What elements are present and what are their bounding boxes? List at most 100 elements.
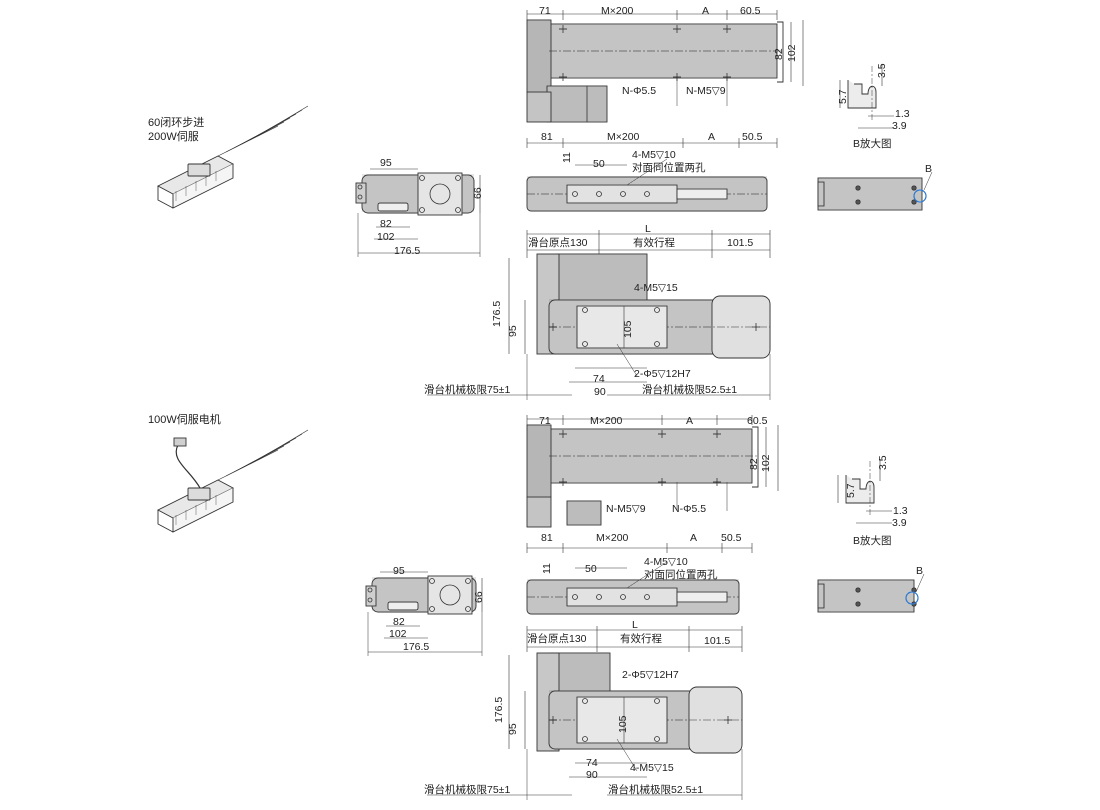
s1-end-slider <box>377 202 409 212</box>
s2-bot-1015: 101.5 <box>704 635 731 647</box>
s1-detail-caption: B放大图 <box>853 138 892 150</box>
s1-bot-h105: 105 <box>622 320 634 338</box>
s2-top-end-hook <box>752 426 759 488</box>
s2-top-dim-ba: A <box>690 532 698 544</box>
s2-front-slot <box>676 591 728 603</box>
s2-end-screw <box>465 606 471 612</box>
s2-side-b-highlight <box>905 591 919 605</box>
s2-side-hole <box>855 601 861 607</box>
s1-detail-57: 5.7 <box>837 89 849 104</box>
s1-end-motor-shaft <box>429 183 451 205</box>
iso-servo-motor <box>187 487 211 501</box>
s2-detail-caption: B放大图 <box>853 535 892 547</box>
s2-bot-tap: 2-Φ5▽12H7 <box>622 669 679 681</box>
s1-side-hole <box>911 199 917 205</box>
s2-end-dim-82: 82 <box>393 616 405 628</box>
s2-end-sensor-dot <box>367 597 373 603</box>
s1-top-dim-a: A <box>702 5 710 17</box>
s1-bot-74: 74 <box>593 373 605 385</box>
s2-top-dim-pitch: M×200 <box>590 415 623 427</box>
s2-top-bracket <box>526 496 552 528</box>
s2-top-dim-71: 71 <box>539 415 551 427</box>
s1-end-sensor <box>355 182 367 204</box>
s2-end-screw <box>465 578 471 584</box>
s2-front-leader <box>626 561 668 589</box>
s1-side-hole <box>855 185 861 191</box>
s1-front-slot <box>676 188 728 200</box>
s1-bot-leader <box>616 343 638 377</box>
s1-bot-tap <box>582 307 588 313</box>
section-1-title: 60闭环步进 200W伺服 <box>148 117 205 143</box>
s1-top-dim-102: 102 <box>786 44 798 62</box>
s1-front-tap: 4-M5▽10 <box>632 149 676 161</box>
s2-bot-h1765: 176.5 <box>493 696 505 723</box>
s1-bot-L: L <box>645 223 651 235</box>
s1-bot-tap <box>654 341 660 347</box>
iso-servo-face <box>172 488 234 533</box>
s1-top-dim-605: 60.5 <box>740 5 761 17</box>
s2-bot-h105: 105 <box>617 715 629 733</box>
s1-top-dim-71: 71 <box>539 5 551 17</box>
s2-front-tap-hole <box>620 594 626 600</box>
s1-top-dim-82: 82 <box>773 48 785 60</box>
s1-end-sensor-dot <box>357 184 363 190</box>
s2-end-dim-1765: 176.5 <box>403 641 430 653</box>
s2-bot-90: 90 <box>586 769 598 781</box>
s2-end-sensor-dot <box>367 587 373 593</box>
s1-front-tap-hole <box>644 191 650 197</box>
s2-front-tap-hole <box>572 594 578 600</box>
s2-end-dim-95: 95 <box>393 565 405 577</box>
s1-side-hole <box>911 185 917 191</box>
s2-detail-13: 1.3 <box>893 505 908 517</box>
s2-top-dim-505: 50.5 <box>721 532 742 544</box>
iso-servo-connector <box>173 437 187 447</box>
s1-end-screw <box>455 207 461 213</box>
s2-bot-leader <box>616 738 638 772</box>
s1-top-bracket <box>526 91 552 123</box>
s1-bot-h1765: 176.5 <box>491 300 503 327</box>
iso-stepper-rail <box>257 105 309 137</box>
s2-end-sensor <box>365 585 377 607</box>
s1-end-dim-82: 82 <box>380 218 392 230</box>
s2-top-hole-a: N-M5▽9 <box>606 503 646 515</box>
iso-servo-rail <box>257 429 309 461</box>
s2-front-dim-50: 50 <box>585 563 597 575</box>
s1-side-endcap <box>817 181 825 207</box>
s1-end-motor-flange <box>417 172 463 216</box>
s2-detail-35: 3.5 <box>877 455 889 470</box>
s1-end-dim-66: 66 <box>472 187 484 199</box>
s1-detail-13: 1.3 <box>895 108 910 120</box>
s1-detail-39: 3.9 <box>892 120 907 132</box>
s1-front-tap-hole <box>620 191 626 197</box>
s2-bot-tap <box>654 698 660 704</box>
s2-front-tap-hole <box>596 594 602 600</box>
s2-end-dim-102: 102 <box>389 628 407 640</box>
s1-end-screw <box>455 175 461 181</box>
s1-top-dim-81: 81 <box>541 131 553 143</box>
s1-bot-stroke: 有效行程 <box>633 237 675 249</box>
s1-bot-tap <box>582 341 588 347</box>
s1-front-dim-11: 11 <box>561 152 573 163</box>
s1-side-hole <box>855 199 861 205</box>
s1-top-dim-505: 50.5 <box>742 131 763 143</box>
s1-top-dim-ba: A <box>708 131 716 143</box>
s1-bot-origin: 滑台原点130 <box>528 237 588 249</box>
s1-end-sensor-dot <box>357 194 363 200</box>
s2-end-screw <box>429 578 435 584</box>
s2-bot-L: L <box>632 619 638 631</box>
s1-side-b-highlight <box>913 189 927 203</box>
iso-servo-edge <box>157 510 174 533</box>
s1-front-slider <box>566 184 678 204</box>
s2-top-dim-a: A <box>686 415 694 427</box>
s2-front-opposite: 对面同位置两孔 <box>644 569 718 581</box>
s1-end-screw <box>419 175 425 181</box>
s2-end-dim-66: 66 <box>473 591 485 603</box>
s2-top-dim-bpitch: M×200 <box>596 532 629 544</box>
s2-detail-39: 3.9 <box>892 517 907 529</box>
s1-top-hole-a: N-Φ5.5 <box>622 85 657 97</box>
s2-end-slider <box>387 601 419 611</box>
s1-end-dim-95: 95 <box>380 157 392 169</box>
s1-end-dim-102: 102 <box>377 231 395 243</box>
